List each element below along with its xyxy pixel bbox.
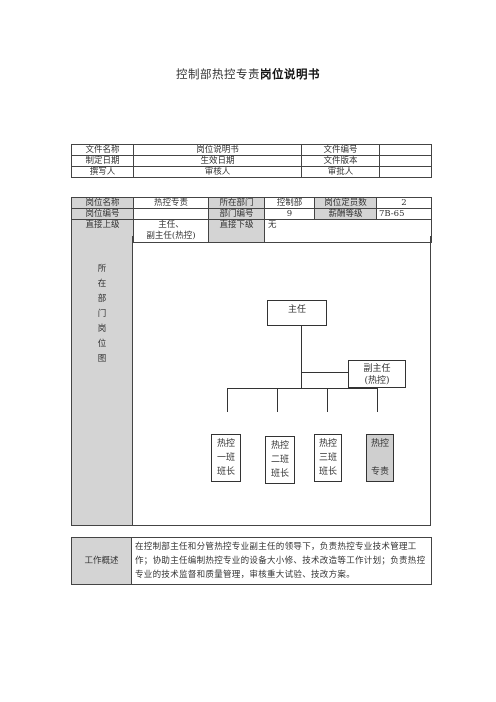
department-number-value: 9 (264, 208, 315, 220)
meta-label: 审核人 (133, 166, 302, 178)
org-line-team-drop (327, 388, 328, 412)
meta-label: 撰写人 (71, 166, 134, 178)
meta-label: 文件名称 (71, 144, 134, 156)
meta-value (379, 166, 432, 178)
org-box-team-2-line1: 热控 (270, 441, 289, 451)
position-number-value (133, 208, 209, 220)
org-line-team-drop (227, 388, 228, 412)
org-box-team-2-line2: 二班 (270, 455, 289, 465)
superior-value: 主任、 副主任(热控) (133, 219, 209, 243)
meta-label: 文件编号 (301, 144, 380, 156)
grade-value: 7B-65 (376, 208, 432, 220)
meta-value (379, 155, 432, 167)
superior-value-line1: 主任、 (158, 220, 184, 231)
meta-label: 文件版本 (301, 155, 380, 167)
grade-label: 薪酬等级 (314, 208, 377, 220)
org-chart-side-label: 所在部门岗位图 (97, 264, 107, 364)
meta-value (379, 144, 432, 156)
work-summary-label: 工作概述 (71, 537, 132, 585)
document-meta-table: 文件名称 岗位说明书 文件编号 制定日期 生效日期 文件版本 撰写人 审核人 审… (71, 144, 432, 178)
org-box-specialist-line2 (367, 451, 393, 465)
org-box-team-3: 热控 三班 班长 (314, 434, 342, 482)
org-box-director-label: 主任 (287, 305, 306, 315)
meta-label: 生效日期 (133, 155, 302, 167)
org-box-team-1-line1: 热控 (216, 439, 235, 449)
org-box-team-3-line3: 班长 (318, 467, 337, 477)
quota-value: 2 (376, 197, 432, 209)
org-box-deputy-line1: 副主任 (363, 364, 391, 374)
org-line-deputy-branch (301, 372, 349, 373)
org-box-specialist-line3: 专责 (370, 467, 389, 477)
position-name-label: 岗位名称 (71, 197, 134, 209)
department-number-label: 部门编号 (208, 208, 265, 220)
meta-label: 审批人 (301, 166, 380, 178)
position-name-value: 热控专责 (133, 197, 209, 209)
work-summary-table: 工作概述 在控制部主任和分管热控专业副主任的领导下，负责热控专业技术管理工作；协… (71, 537, 432, 585)
org-box-deputy: 副主任 (热控) (348, 360, 406, 388)
org-box-director: 主任 (267, 300, 327, 326)
org-box-team-3-line1: 热控 (318, 439, 337, 449)
subordinate-label: 直接下级 (208, 219, 265, 243)
org-box-deputy-line2: (热控) (364, 376, 390, 386)
work-summary-text: 在控制部主任和分管热控专业副主任的领导下，负责热控专业技术管理工作；协助主任编制… (131, 537, 432, 585)
org-box-team-2: 热控 二班 班长 (265, 436, 295, 484)
org-box-team-1-line2: 一班 (216, 453, 235, 463)
title-bold-text: 岗位说明书 (260, 67, 320, 81)
org-box-specialist-line1: 热控 (370, 439, 389, 449)
org-chart-section: 所在部门岗位图 主任 副主任 (热控) 热控 一班 班长 热控 二班 班长 热控… (71, 236, 431, 526)
superior-value-line2: 副主任(热控) (146, 231, 196, 241)
org-box-specialist: 热控 专责 (366, 434, 394, 482)
org-line-teams-bar (227, 388, 377, 389)
title-text: 控制部热控专责 (176, 67, 260, 81)
org-line-team-drop (377, 388, 378, 412)
org-box-team-2-line3: 班长 (270, 469, 289, 479)
org-box-team-3-line2: 三班 (318, 453, 337, 463)
subordinate-value: 无 (264, 219, 432, 243)
position-number-label: 岗位编号 (71, 208, 134, 220)
document-title: 控制部热控专责岗位说明书 (0, 66, 496, 82)
department-value: 控制部 (264, 197, 315, 209)
org-line-team-drop (277, 388, 278, 412)
meta-label: 制定日期 (71, 155, 134, 167)
org-box-team-1: 热控 一班 班长 (211, 434, 241, 482)
org-chart-side: 所在部门岗位图 (72, 236, 133, 525)
department-label: 所在部门 (208, 197, 265, 209)
quota-label: 岗位定员数 (314, 197, 377, 209)
position-info-table: 岗位名称 热控专责 所在部门 控制部 岗位定员数 2 岗位编号 部门编号 9 薪… (71, 197, 432, 243)
org-box-team-1-line3: 班长 (216, 467, 235, 477)
org-line-trunk (301, 326, 302, 388)
meta-value: 岗位说明书 (133, 144, 302, 156)
